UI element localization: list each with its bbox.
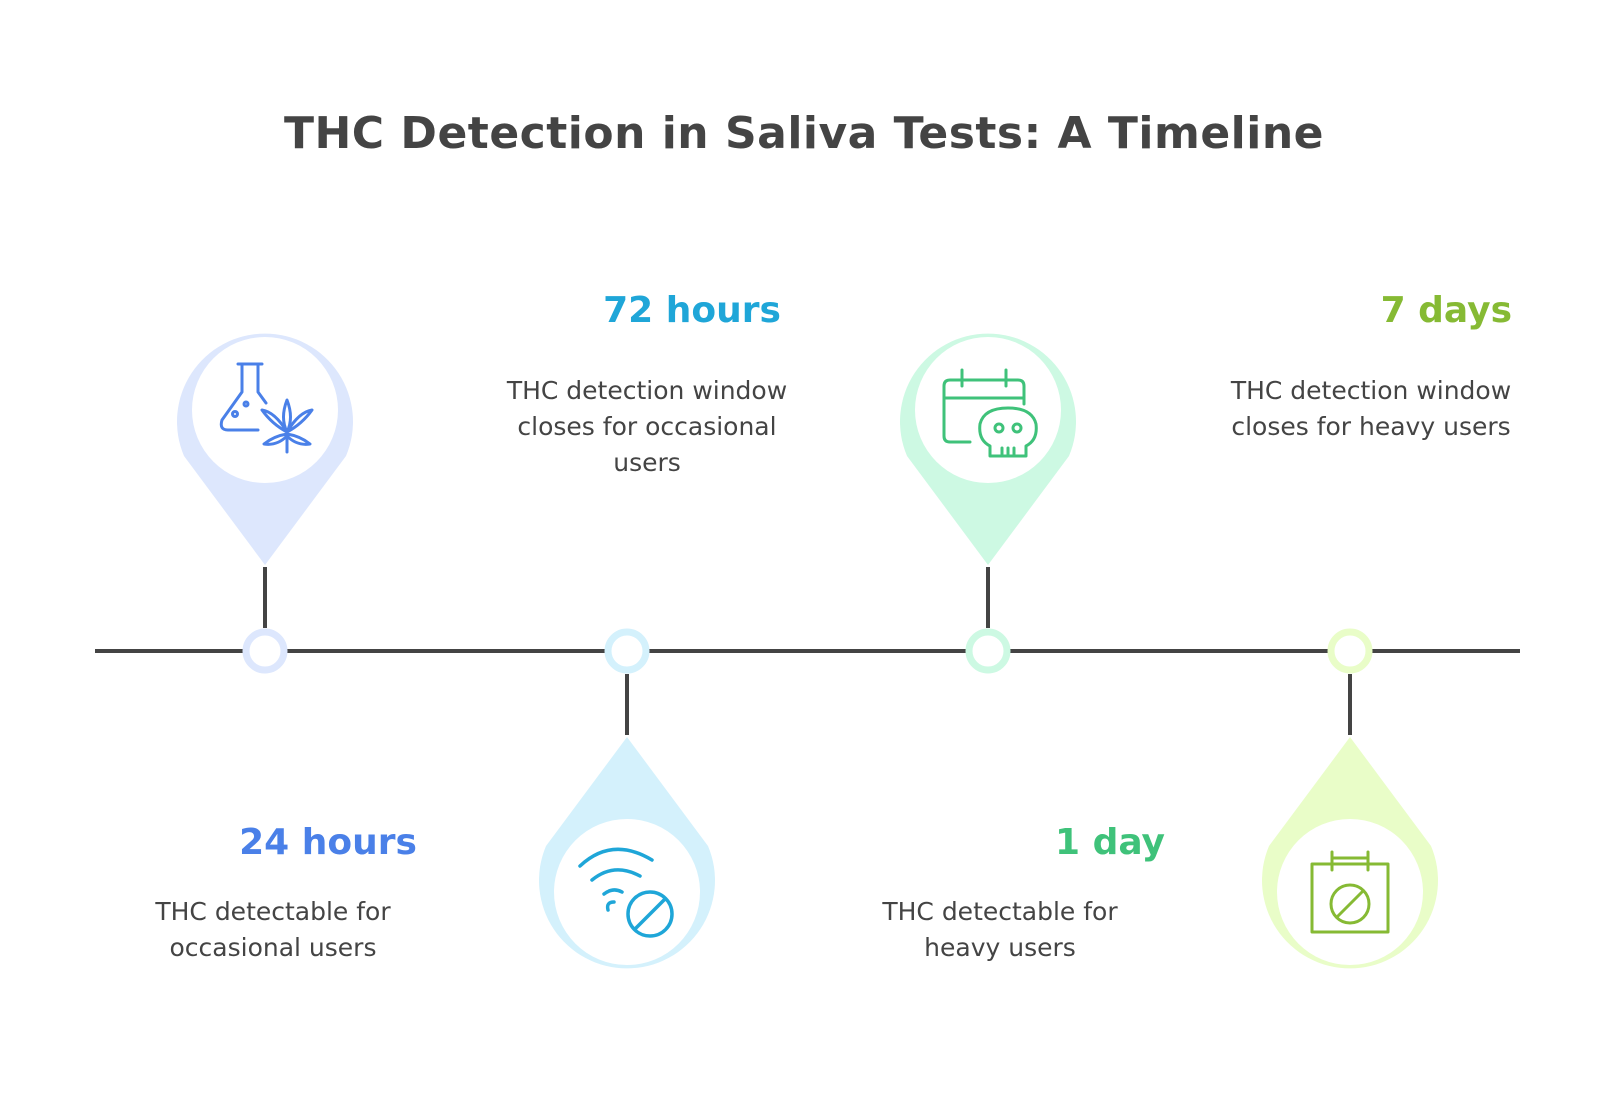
pin-marker-2 [539, 737, 715, 969]
event-3-headline: 1 day [1054, 822, 1165, 863]
signal-blocked-icon [578, 847, 674, 938]
event-1-description: THC detectable for occasional users [155, 897, 391, 962]
event-4-headline: 7 days [1380, 290, 1512, 331]
timeline-node-1 [242, 628, 288, 674]
flask-cannabis-icon [219, 362, 314, 454]
event-4-description: THC detection window closes for heavy us… [1230, 376, 1512, 441]
event-2-description: THC detection window closes for occasion… [506, 376, 788, 477]
timeline-node-4 [1327, 628, 1373, 674]
event-3-description: THC detectable for heavy users [882, 897, 1118, 962]
timeline-node-2 [604, 628, 650, 674]
event-1-headline: 24 hours [239, 822, 417, 863]
calendar-skull-icon [942, 368, 1038, 458]
pin-marker-1 [177, 333, 353, 565]
pin-marker-3 [900, 333, 1077, 565]
event-2-headline: 72 hours [603, 290, 781, 331]
calendar-blocked-icon [1310, 850, 1390, 934]
pin-marker-4 [1262, 737, 1438, 969]
timeline-node-3 [965, 628, 1011, 674]
page-title: THC Detection in Saliva Tests: A Timelin… [283, 108, 1325, 159]
